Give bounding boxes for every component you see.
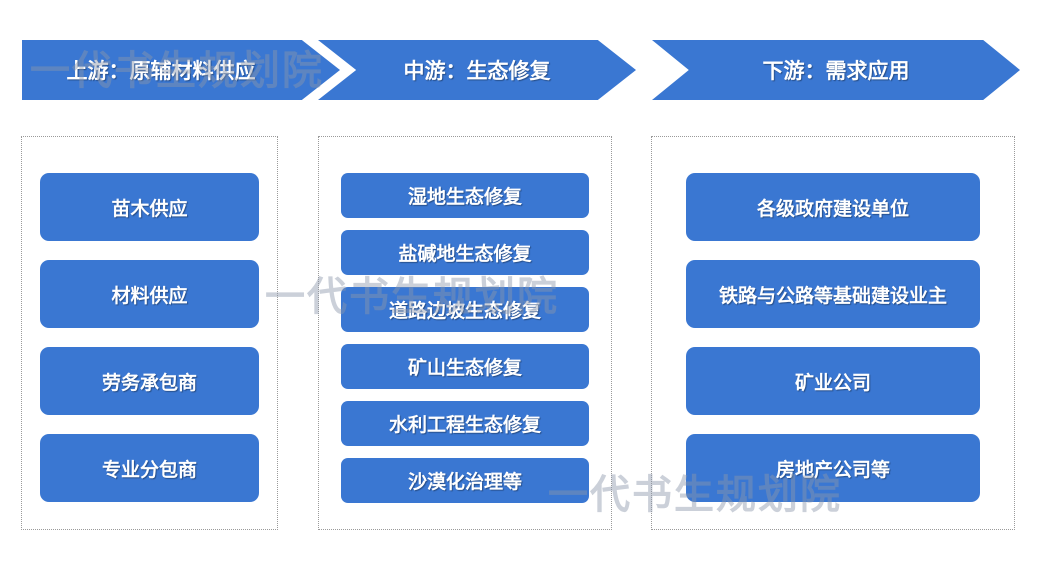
panel-upstream [21,136,278,530]
upstream-item-subcontractor: 专业分包商 [40,434,259,502]
header-downstream: 下游：需求应用 [652,40,1020,100]
midstream-item-saline-land: 盐碱地生态修复 [341,230,589,275]
panel-downstream [651,136,1015,530]
downstream-item-real-estate: 房地产公司等 [686,434,980,502]
midstream-item-desertification: 沙漠化治理等 [341,458,589,503]
downstream-item-mining-company: 矿业公司 [686,347,980,415]
midstream-item-mine: 矿山生态修复 [341,344,589,389]
header-upstream: 上游：原辅材料供应 [22,40,340,100]
midstream-item-water-project: 水利工程生态修复 [341,401,589,446]
header-midstream: 中游：生态修复 [318,40,636,100]
downstream-item-government: 各级政府建设单位 [686,173,980,241]
midstream-item-wetland: 湿地生态修复 [341,173,589,218]
panel-midstream [318,136,612,530]
upstream-item-materials: 材料供应 [40,260,259,328]
downstream-item-infrastructure: 铁路与公路等基础建设业主 [686,260,980,328]
upstream-item-seedlings: 苗木供应 [40,173,259,241]
upstream-item-labor-contractor: 劳务承包商 [40,347,259,415]
midstream-item-road-slope: 道路边坡生态修复 [341,287,589,332]
